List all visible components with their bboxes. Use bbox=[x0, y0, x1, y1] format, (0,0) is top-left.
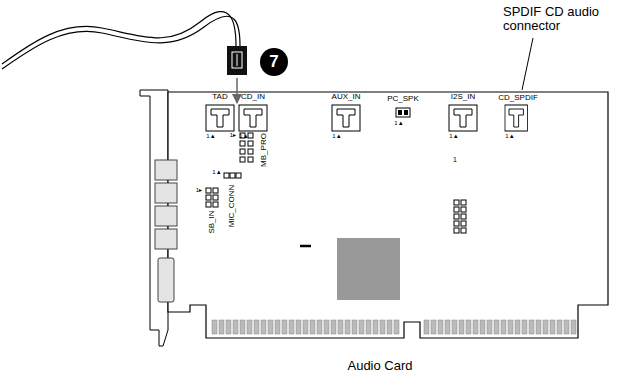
gold-fingers bbox=[212, 320, 576, 334]
caption: Audio Card bbox=[347, 358, 412, 373]
header-name: MIC_CONN bbox=[228, 185, 236, 228]
pin-one-mark: 1▸ bbox=[230, 132, 236, 138]
callout-number: 7 bbox=[260, 48, 288, 76]
header-name: SB_IN bbox=[208, 210, 216, 233]
pin-one-mark: 1▸ bbox=[196, 187, 202, 193]
pin-one-mark: 1▲ bbox=[505, 133, 514, 139]
callout-number-text: 7 bbox=[269, 52, 278, 72]
connector-name: AUX_IN bbox=[332, 93, 361, 101]
pin-one-mark: 1▲ bbox=[212, 169, 221, 175]
connector-name: PC_SPK bbox=[387, 95, 419, 103]
pin-one-mark: 1▲ bbox=[239, 133, 248, 139]
header-name: MB_PRO bbox=[260, 133, 268, 167]
pin-one-mark: 1▲ bbox=[206, 133, 215, 139]
pin-one-mark: 1▲ bbox=[332, 133, 341, 139]
callout-label: SPDIF CD audio connector bbox=[503, 5, 615, 32]
connector-name: I2S_IN bbox=[451, 93, 475, 101]
connector-name: TAD bbox=[212, 93, 227, 101]
pin-one-mark: 1 bbox=[453, 156, 457, 163]
pin-one-mark: 1▲ bbox=[394, 120, 403, 126]
connector-name: CD_SPDIF bbox=[497, 94, 539, 102]
pin-one-mark: 1▲ bbox=[449, 133, 458, 139]
connector-name: CD_IN bbox=[241, 93, 265, 101]
